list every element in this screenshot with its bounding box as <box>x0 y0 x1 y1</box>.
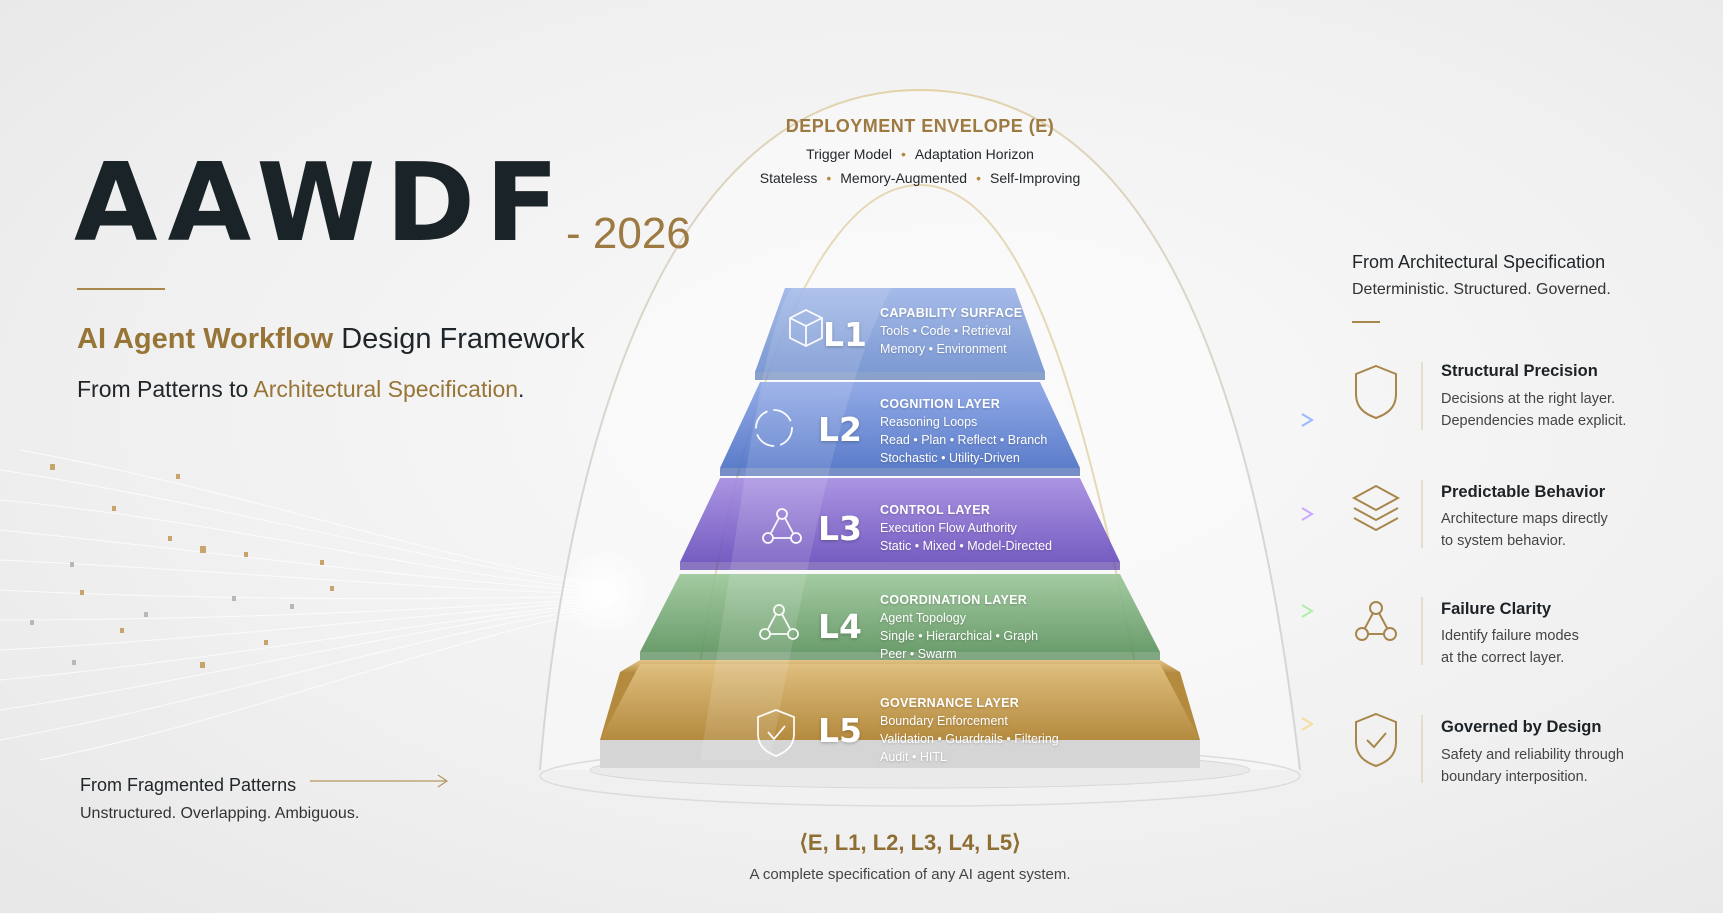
envelope-title: DEPLOYMENT ENVELOPE (E) <box>785 116 1055 136</box>
layer-line: Read • Plan • Reflect • Branch <box>880 433 1048 447</box>
envelope-line-1: Trigger Model•Adaptation Horizon <box>806 146 1034 162</box>
year-label: - 2026 <box>566 209 691 258</box>
feature-desc: Architecture maps directly to system beh… <box>1441 508 1661 552</box>
layer-id-l3: L3 <box>818 509 862 548</box>
shield-icon <box>1355 364 1397 420</box>
layer-id-l1: L1 <box>823 315 867 354</box>
layer-id-l4: L4 <box>818 607 862 646</box>
layer-line: Agent Topology <box>880 611 966 625</box>
network-icon <box>759 604 799 640</box>
gold-divider <box>77 288 165 290</box>
cube-icon <box>789 308 823 348</box>
right-divider <box>1352 321 1380 323</box>
subtitle-highlight: AI Agent Workflow <box>77 323 334 355</box>
layer-text-l1: CAPABILITY SURFACE Tools • Code • Retrie… <box>880 304 1022 358</box>
tagline-end: . <box>518 376 525 402</box>
layer-heading: CONTROL LAYER <box>880 503 991 517</box>
envelope-item: Stateless <box>759 170 818 186</box>
feature-desc-line: Safety and reliability through <box>1441 747 1624 763</box>
envelope-item: Self-Improving <box>989 170 1081 186</box>
right-title: From Architectural Specification <box>1352 252 1606 272</box>
feature-desc-line: Dependencies made explicit. <box>1441 413 1627 429</box>
layer-heading: CAPABILITY SURFACE <box>880 306 1023 320</box>
framework-subtitle: AI Agent Workflow Design Framework <box>77 323 585 356</box>
graph-icon <box>762 508 802 544</box>
tagline-highlight: Architectural Specification <box>253 376 519 402</box>
feature-desc-line: to system behavior. <box>1441 533 1566 549</box>
fragmented-title: From Fragmented Patterns <box>80 775 297 795</box>
layer-line: Single • Hierarchical • Graph <box>880 629 1039 643</box>
envelope-item: Trigger Model <box>806 146 892 162</box>
feature-title: Predictable Behavior <box>1441 483 1606 501</box>
tagline: From Patterns to Architectural Specifica… <box>77 376 524 403</box>
layer-line: Memory • Environment <box>880 342 1007 356</box>
formula: ⟨E, L1, L2, L3, L4, L5⟩ <box>799 830 1021 855</box>
network-icon <box>1355 601 1397 641</box>
layers-icon <box>1351 484 1401 532</box>
layer-line: Validation • Guardrails • Filtering <box>880 732 1059 746</box>
layer-heading: COGNITION LAYER <box>880 397 1001 411</box>
subtitle-rest: Design Framework <box>333 323 585 355</box>
layer-text-l4: COORDINATION LAYER Agent Topology Single… <box>880 591 1038 663</box>
feature-desc-line: Identify failure modes <box>1441 628 1579 644</box>
layer-text-l3: CONTROL LAYER Execution Flow Authority S… <box>880 501 1052 555</box>
feature-title: Governed by Design <box>1441 718 1602 736</box>
layer-line: Audit • HITL <box>880 750 947 764</box>
tagline-lead: From Patterns to <box>77 376 254 402</box>
layer-line: Static • Mixed • Model-Directed <box>880 539 1053 553</box>
layer-id-l2: L2 <box>818 410 862 449</box>
feature-desc-line: Architecture maps directly <box>1441 511 1608 527</box>
feature-desc: Safety and reliability through boundary … <box>1441 744 1661 788</box>
layer-id-l5: L5 <box>818 711 862 750</box>
right-subtitle: Deterministic. Structured. Governed. <box>1352 281 1611 298</box>
beam-arrows <box>1065 413 1314 731</box>
envelope-item: Adaptation Horizon <box>914 146 1034 162</box>
shield-check-icon <box>757 709 795 757</box>
shield-check-icon <box>1355 712 1397 768</box>
layer-line: Boundary Enforcement <box>880 714 1008 728</box>
particle-dots <box>50 464 334 668</box>
envelope-line-2: Stateless•Memory-Augmented•Self-Improvin… <box>759 170 1081 186</box>
particle-dots-grey <box>30 562 294 665</box>
layer-line: Peer • Swarm <box>880 647 957 661</box>
feature-desc-line: Decisions at the right layer. <box>1441 391 1616 407</box>
feature-desc: Identify failure modes at the correct la… <box>1441 625 1661 669</box>
layer-heading: GOVERNANCE LAYER <box>880 696 1020 710</box>
fragmented-arrow <box>310 774 449 788</box>
light-burst <box>557 546 653 642</box>
fragmented-subtitle: Unstructured. Overlapping. Ambiguous. <box>80 805 360 822</box>
layer-line: Reasoning Loops <box>880 415 978 429</box>
layer-text-l5: GOVERNANCE LAYER Boundary Enforcement Va… <box>880 694 1059 766</box>
layer-l1 <box>755 288 1045 372</box>
particle-stream <box>0 449 611 761</box>
feature-desc: Decisions at the right layer. Dependenci… <box>1441 388 1661 432</box>
formula-caption: A complete specification of any AI agent… <box>749 866 1071 883</box>
layer-line: Stochastic • Utility-Driven <box>880 451 1020 465</box>
acronym-title: AAWDF <box>74 141 569 266</box>
feature-desc-line: at the correct layer. <box>1441 650 1565 666</box>
envelope-item: Memory-Augmented <box>840 170 968 186</box>
layer-l2 <box>720 382 1080 468</box>
loop-icon <box>755 409 793 447</box>
layer-line: Execution Flow Authority <box>880 521 1017 535</box>
feature-desc-line: boundary interposition. <box>1441 769 1588 785</box>
feature-title: Failure Clarity <box>1441 600 1552 618</box>
feature-title: Structural Precision <box>1441 362 1598 380</box>
layer-heading: COORDINATION LAYER <box>880 593 1028 607</box>
layer-l3 <box>680 478 1120 562</box>
layer-l5 <box>600 664 1200 740</box>
layer-text-l2: COGNITION LAYER Reasoning Loops Read • P… <box>880 395 1047 467</box>
layer-line: Tools • Code • Retrieval <box>880 324 1012 338</box>
